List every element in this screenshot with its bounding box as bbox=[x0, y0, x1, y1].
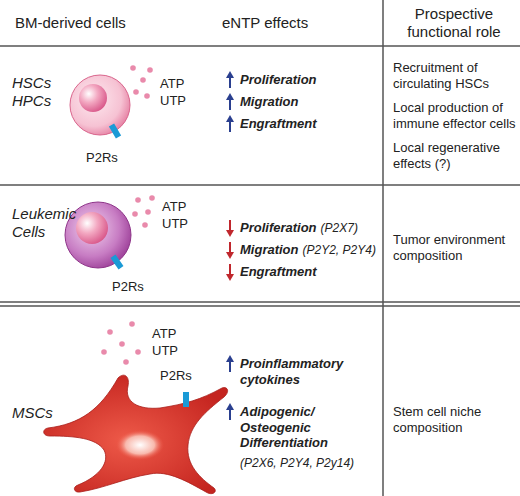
cell-nucleus bbox=[116, 430, 164, 460]
nucleotide-label: UTP bbox=[162, 216, 188, 231]
role-text-line: Tumor environment composition bbox=[393, 232, 517, 263]
receptor-label: P2Rs bbox=[86, 150, 118, 165]
nucleotide-label-line: UTP bbox=[152, 343, 192, 359]
effect-text: Engraftment bbox=[240, 264, 317, 279]
effect-text-line: Proliferation (P2X7) bbox=[240, 220, 380, 236]
receptor-label: P2Rs bbox=[112, 279, 144, 294]
receptor-label-line: P2Rs bbox=[86, 150, 136, 166]
nucleotide-label-line: ATP bbox=[152, 326, 192, 342]
role-text: Tumor environment composition bbox=[393, 232, 505, 263]
receptor-symbol bbox=[111, 255, 124, 270]
nucleotide-label: UTP bbox=[152, 343, 178, 358]
effect-text: Migration bbox=[240, 94, 299, 109]
effect-text-line: Proinflammatory cytokines bbox=[240, 356, 370, 387]
mesenchymal-cell bbox=[44, 375, 228, 493]
role-text: Local regenerative effects (?) bbox=[393, 140, 500, 171]
receptor-subtype: (P2Y2, P2Y4) bbox=[303, 243, 376, 257]
nucleotide-dots bbox=[130, 65, 153, 99]
column-header: Prospective functional role bbox=[407, 5, 500, 40]
cell-type-label: MSCs bbox=[12, 404, 53, 421]
receptor-subtype: (P2X6, P2Y4, P2y14) bbox=[240, 456, 354, 470]
effect-text: Proinflammatory cytokines bbox=[240, 356, 343, 387]
cell-type-label-line: HSCs HPCs bbox=[12, 74, 62, 110]
cell-nucleus bbox=[79, 84, 107, 112]
column-header-line: Prospective functional role bbox=[392, 5, 516, 41]
nucleotide-dots bbox=[101, 321, 141, 365]
row-rule bbox=[0, 305, 520, 307]
receptor-subtype: (P2X7) bbox=[321, 221, 358, 235]
nucleotide-label-line: ATP bbox=[162, 199, 202, 215]
row-rule bbox=[0, 301, 520, 303]
effect-text-line: Engraftment bbox=[240, 116, 380, 132]
stem-cell bbox=[70, 75, 130, 135]
effect-text-line: Migration bbox=[240, 94, 380, 110]
role-text-line: Recruitment of circulating HSCs bbox=[393, 60, 517, 91]
nucleotide-label: ATP bbox=[152, 326, 176, 341]
receptor-symbol bbox=[109, 123, 121, 138]
effect-text: Proliferation bbox=[240, 220, 317, 235]
cell-type-label: HSCs HPCs bbox=[12, 74, 51, 109]
column-header-line: BM-derived cells bbox=[15, 14, 175, 32]
cell-type-label-line: Leukemic Cells bbox=[12, 205, 82, 241]
nucleotide-label: ATP bbox=[160, 76, 184, 91]
effect-text-line: Proliferation bbox=[240, 72, 380, 88]
column-header: eNTP effects bbox=[222, 14, 308, 31]
role-text-line: Local production of immune effector cell… bbox=[393, 100, 517, 131]
effect-text: Adipogenic/ Osteogenic Differentiation bbox=[240, 404, 328, 450]
cell-nucleus bbox=[76, 212, 108, 244]
nucleotide-dots bbox=[132, 195, 155, 228]
effect-text: Engraftment bbox=[240, 116, 317, 131]
nucleotide-label-line: UTP bbox=[160, 93, 200, 109]
nucleotide-label: ATP bbox=[162, 199, 186, 214]
effect-text-line: Adipogenic/ Osteogenic Differentiation bbox=[240, 404, 370, 451]
effect-text-line: Engraftment bbox=[240, 264, 380, 280]
effect-text-line: Migration (P2Y2, P2Y4) bbox=[240, 242, 380, 258]
receptor-symbol bbox=[183, 392, 189, 407]
role-text: Stem cell niche composition bbox=[393, 404, 481, 435]
cell-type-label: Leukemic Cells bbox=[12, 205, 76, 240]
receptor-label: P2Rs bbox=[160, 368, 192, 383]
effect-text: Migration bbox=[240, 242, 299, 257]
nucleotide-label-line: UTP bbox=[162, 216, 202, 232]
role-text-line: Stem cell niche composition bbox=[393, 404, 517, 435]
nucleotide-label-line: ATP bbox=[160, 76, 200, 92]
increase-arrows bbox=[226, 71, 234, 420]
header-rule bbox=[0, 45, 520, 47]
cell-type-label-line: MSCs bbox=[12, 404, 72, 422]
effect-text-line: (P2X6, P2Y4, P2y14) bbox=[240, 455, 380, 471]
role-text: Recruitment of circulating HSCs bbox=[393, 60, 489, 91]
decrease-arrows bbox=[226, 220, 234, 281]
row-rule bbox=[0, 184, 520, 186]
receptor-label-line: P2Rs bbox=[112, 279, 162, 295]
effect-text: Proliferation bbox=[240, 72, 317, 87]
nucleotide-label: UTP bbox=[160, 93, 186, 108]
column-rule bbox=[382, 0, 384, 496]
role-text: Local production of immune effector cell… bbox=[393, 100, 516, 131]
column-header-line: eNTP effects bbox=[222, 14, 362, 32]
receptor-label-line: P2Rs bbox=[160, 368, 210, 384]
column-header: BM-derived cells bbox=[15, 14, 126, 31]
role-text-line: Local regenerative effects (?) bbox=[393, 140, 517, 171]
